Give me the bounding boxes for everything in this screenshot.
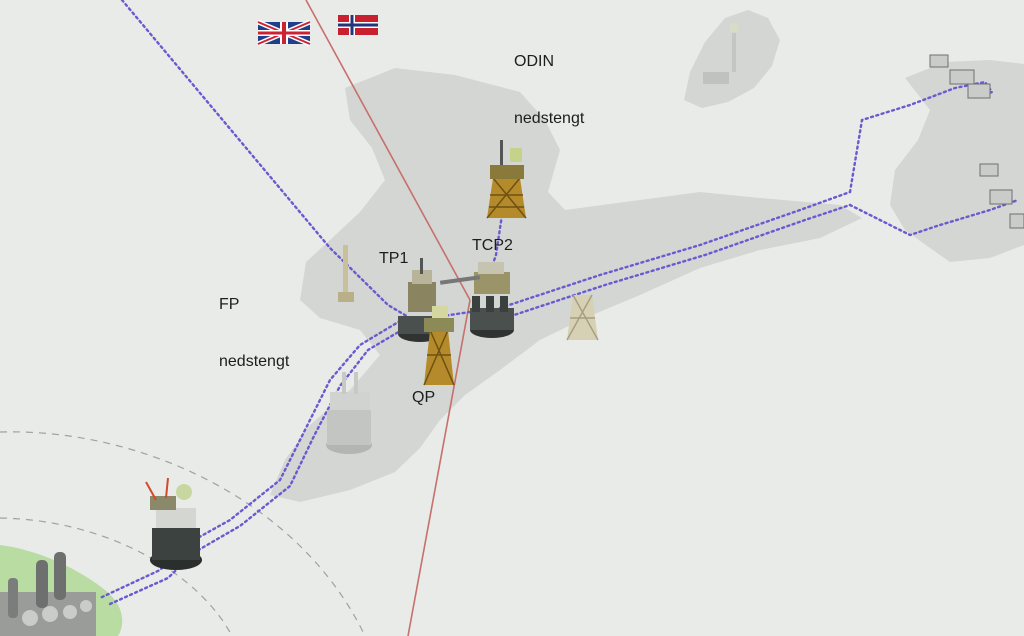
jacket-structure-north-icon	[486, 140, 527, 219]
uk-flag-icon	[257, 19, 311, 47]
odin-label: ODIN nedstengt	[514, 14, 584, 147]
boundary-line-south	[407, 299, 471, 636]
field-area-main	[270, 68, 862, 502]
range-ring-outer	[0, 431, 366, 636]
pipeline-east-a	[498, 190, 852, 310]
pipeline-east-south	[848, 198, 1020, 237]
qp-label: QP	[412, 389, 436, 406]
shore-platform-icon	[145, 477, 202, 570]
boundary-line	[305, 0, 471, 301]
jacket-structure-east-icon	[566, 294, 599, 341]
qp-platform-icon	[423, 306, 455, 386]
norway-flag-icon	[338, 15, 378, 35]
decommissioned-platform-icon	[326, 372, 372, 454]
range-ring-inner	[0, 517, 233, 636]
fp-flare-tower-icon	[338, 245, 354, 302]
pipeline-northwest	[120, 0, 412, 320]
pipeline-east-b	[503, 203, 852, 320]
odin-name: ODIN	[514, 53, 554, 70]
field-area-east	[890, 60, 1024, 262]
subsea-templates-east-icon	[929, 54, 1024, 229]
odin-platform-icon	[703, 23, 739, 84]
tcp2-label: TCP2	[472, 237, 513, 254]
onshore-terminal-icon	[0, 552, 96, 636]
tcp2-platform-icon	[439, 262, 514, 338]
tp1-label: TP1	[379, 250, 409, 267]
odin-status: nedstengt	[514, 110, 585, 127]
fp-name: FP	[219, 296, 240, 313]
pipeline-east-north	[848, 80, 994, 194]
fp-label: FP nedstengt	[219, 257, 289, 390]
fp-status: nedstengt	[219, 353, 290, 370]
